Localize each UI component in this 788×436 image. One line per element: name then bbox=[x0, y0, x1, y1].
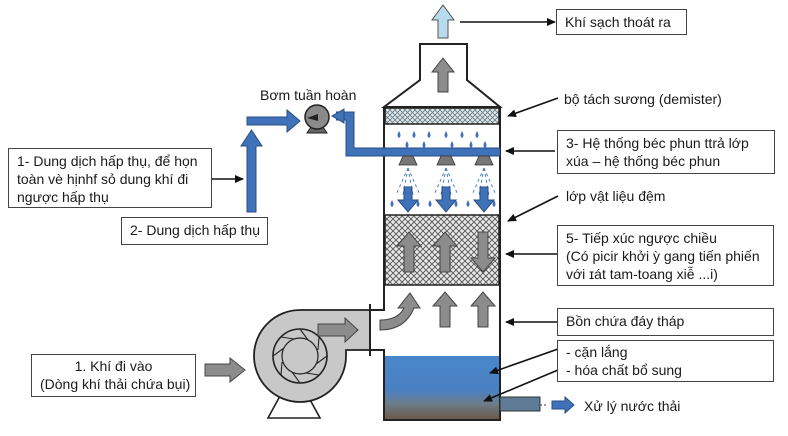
blower-fan bbox=[253, 304, 371, 419]
label-line: - hóa chất bổ sung bbox=[566, 362, 682, 378]
label-text: Khí sạch thoát ra bbox=[565, 14, 671, 30]
down-arrow-icon bbox=[469, 231, 497, 273]
label-line: xúa – hệ thống béc phun bbox=[566, 153, 721, 169]
spray-pattern bbox=[395, 167, 497, 196]
sediment-label: - cặn lắng - hóa chất bổ sung bbox=[557, 340, 774, 382]
up-arrow-icon bbox=[430, 57, 456, 93]
label-line: (Có picir khởi ỳ gang tiến phiến bbox=[566, 248, 760, 264]
droplets bbox=[390, 131, 496, 207]
label-line: 3- Hệ thống béc phun ttrả lớp bbox=[566, 135, 749, 151]
clean-gas-out-label: Khí sạch thoát ra bbox=[556, 9, 687, 35]
label-line: - cặn lắng bbox=[566, 344, 628, 360]
nozzle bbox=[436, 155, 456, 166]
label-line: 5- Tiếp xúc ngược chiều bbox=[566, 230, 717, 246]
label-line: toàn vè hịnhf sỏ dung khí đi bbox=[17, 171, 189, 187]
right-arrow-icon bbox=[246, 108, 301, 134]
label-line: ngược hấp thụ bbox=[17, 189, 109, 205]
spray-nozzles bbox=[398, 155, 494, 166]
label-text: Bồn chứa đáy tháp bbox=[566, 313, 685, 329]
nozzle bbox=[398, 155, 418, 166]
down-arrow-icon bbox=[472, 186, 496, 213]
label-line: (Dòng khí thải chứa bụi) bbox=[40, 376, 191, 392]
drain-pipe bbox=[499, 396, 541, 412]
gas-arrows-lower bbox=[379, 291, 497, 331]
recirculation-pump bbox=[304, 104, 330, 134]
wastewater-arrow-icon bbox=[551, 395, 575, 415]
label-text: 2- Dung dịch hấp thụ bbox=[130, 222, 260, 238]
pump-label: Bơm tuần hoàn bbox=[260, 87, 357, 103]
demister-label: bộ tách sương (demister) bbox=[564, 91, 722, 107]
right-arrow-icon bbox=[317, 316, 359, 344]
sump-label: Bồn chứa đáy tháp bbox=[557, 308, 774, 336]
gas-inlet-arrow-icon bbox=[204, 356, 246, 384]
curved-up-arrow-icon bbox=[379, 292, 421, 331]
down-arrow-icon bbox=[434, 186, 458, 213]
absorbent-supply bbox=[240, 108, 301, 213]
clean-air-arrow-icon bbox=[431, 4, 455, 39]
nozzle bbox=[474, 155, 494, 166]
counter-flow-label: 5- Tiếp xúc ngược chiều (Có picir khởi ỳ… bbox=[557, 225, 774, 286]
leader-lines bbox=[212, 18, 559, 402]
up-arrow-icon bbox=[431, 291, 459, 328]
absorbent-1-label: 1- Dung dịch hấp thụ, để họn toàn vè hịn… bbox=[8, 148, 212, 208]
down-arrow-icon bbox=[396, 186, 420, 213]
liquid-down-arrows bbox=[396, 186, 496, 213]
up-arrow-icon bbox=[469, 291, 497, 328]
spray-system-label: 3- Hệ thống béc phun ttrả lớp xúa – hệ t… bbox=[557, 130, 775, 174]
demister-mesh bbox=[384, 107, 500, 125]
gas-inlet-label: 1. Khí đi vào (Dòng khí thải chứa bụi) bbox=[31, 354, 196, 397]
label-line: với ɪát tam-toang xiễ ...i) bbox=[566, 266, 718, 282]
up-arrow-icon bbox=[395, 231, 423, 273]
arrow-to-pump bbox=[331, 108, 345, 124]
absorbent-2-label: 2- Dung dịch hấp thụ bbox=[121, 217, 268, 245]
wastewater-label: Xử lý nước thải bbox=[584, 398, 681, 414]
up-arrow-icon bbox=[240, 129, 263, 213]
gas-arrows-packing bbox=[395, 231, 497, 273]
label-line: 1. Khí đi vào bbox=[74, 358, 153, 374]
up-arrow-icon bbox=[431, 231, 459, 273]
recirculation-line bbox=[331, 108, 500, 157]
sump-liquid bbox=[385, 356, 499, 419]
label-line: 1- Dung dịch hấp thụ, để họn bbox=[17, 153, 198, 169]
packing-layer-label: lớp vật liệu đệm bbox=[566, 188, 666, 204]
